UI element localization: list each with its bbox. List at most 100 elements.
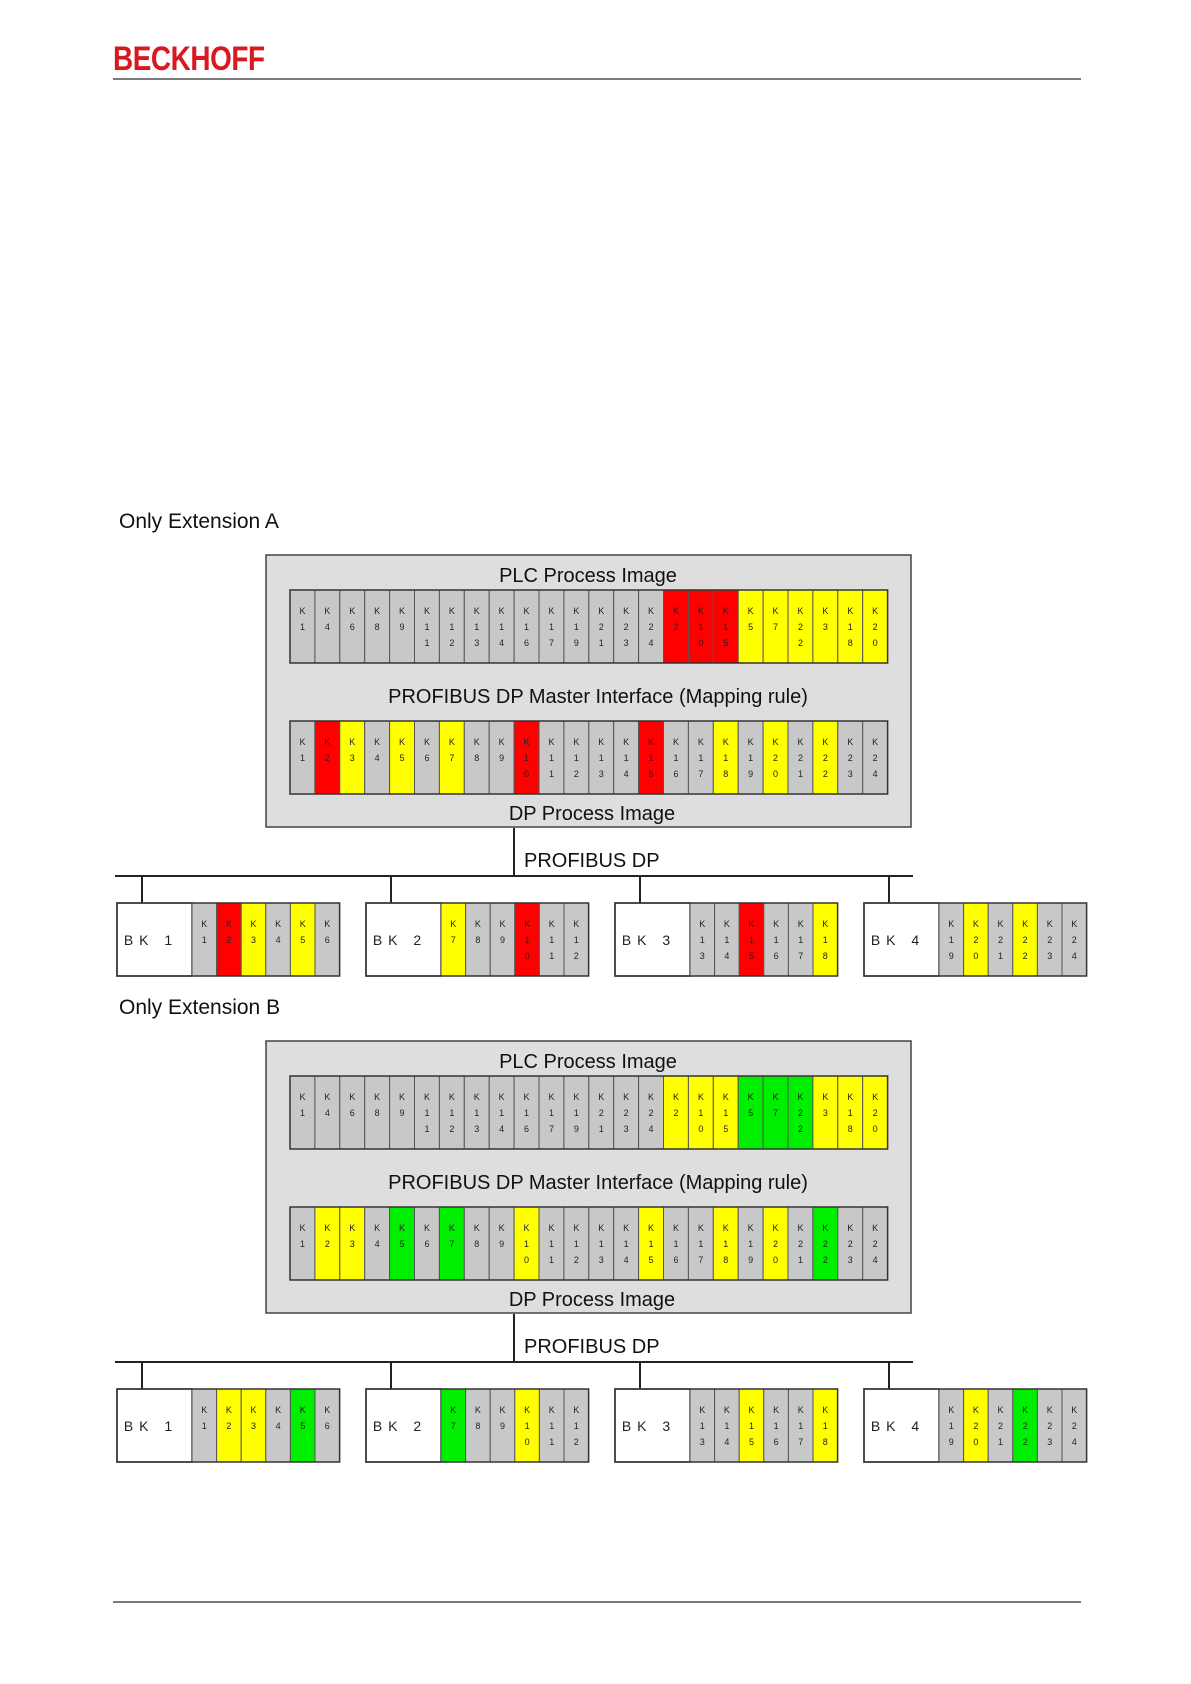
coupler-frame [614, 1388, 839, 1463]
terminal-k18 [837, 589, 864, 664]
terminal-k24 [862, 1206, 889, 1281]
beckhoff-logo: BECKHOFF [113, 40, 265, 78]
terminal-k10 [687, 589, 714, 664]
terminal-k24 [1061, 1388, 1088, 1463]
coupler-label: BK 4 [871, 932, 925, 948]
coupler-frame [116, 902, 341, 977]
terminal-k11 [538, 1388, 565, 1463]
terminal-k15 [738, 1388, 765, 1463]
terminal-k16 [663, 1206, 689, 1281]
terminal-k5 [289, 1388, 316, 1463]
terminal-k8 [465, 1388, 491, 1463]
row-frame [289, 1206, 889, 1281]
terminal-k16 [513, 589, 540, 664]
terminal-k20 [762, 1206, 789, 1281]
dp-process-image-label: DP Process Image [509, 1289, 675, 1311]
terminal-k2 [663, 1075, 689, 1150]
section-title: Only Extension B [119, 996, 280, 1019]
terminal-k24 [638, 589, 664, 664]
terminal-k7 [440, 1388, 467, 1463]
coupler-label: BK 2 [373, 932, 427, 948]
coupler-head [863, 902, 940, 977]
terminal-k14 [488, 1075, 515, 1150]
row-frame [289, 589, 889, 664]
row-frame [289, 1075, 889, 1150]
terminal-k17 [687, 720, 714, 795]
terminal-k18 [812, 902, 839, 977]
terminal-k17 [787, 1388, 814, 1463]
terminal-k8 [364, 589, 391, 664]
row-frame [289, 720, 889, 795]
terminal-k3 [240, 1388, 267, 1463]
coupler-frame [863, 1388, 1088, 1463]
